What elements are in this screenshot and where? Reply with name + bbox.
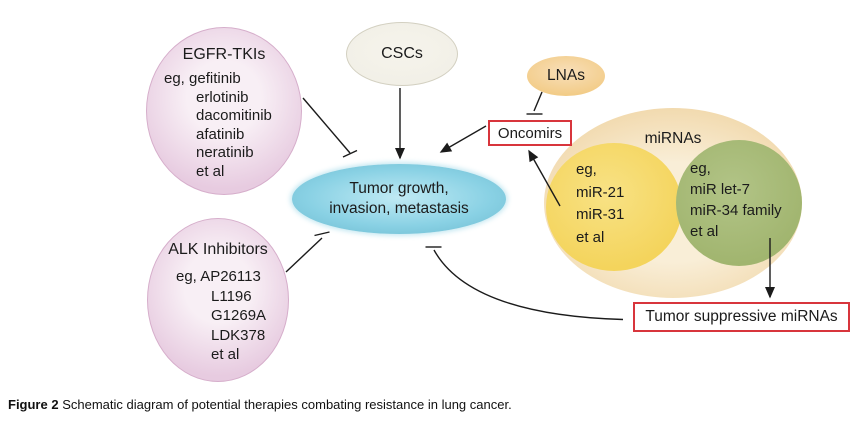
egfr-drug: eg, gefitinib <box>164 70 241 87</box>
tumor-suppressive-mirnas-box: Tumor suppressive miRNAs <box>633 302 850 332</box>
alk-inhibitors-title: ALK Inhibitors <box>168 241 268 258</box>
alk-drug: LDK378 <box>211 326 266 344</box>
alk-drug: eg, AP26113 <box>176 268 261 285</box>
egfr-drug: neratinib <box>196 144 254 161</box>
oncogenic-mirna: miR-21 <box>576 183 625 201</box>
egfr-inhibition-line <box>302 97 351 154</box>
figure-caption-label: Figure 2 <box>8 397 59 412</box>
tumor-suppressive-mirnas-label: Tumor suppressive miRNAs <box>645 308 838 325</box>
lnas-label: LNAs <box>547 67 585 84</box>
alk-inhibition-tbar-icon <box>314 231 330 237</box>
suppressive-mirna: miR let-7 <box>690 181 751 198</box>
tumor-growth-ellipse: Tumor growth, invasion, metastasis <box>292 164 506 234</box>
mirnas-title: miRNAs <box>644 130 702 147</box>
tumor-growth-line1: Tumor growth, <box>349 180 449 197</box>
lnas-inhibition-line <box>533 91 543 112</box>
cscs-ellipse: CSCs <box>346 22 458 86</box>
alk-drug: G1269A <box>211 307 267 324</box>
oncogenic-mirna: et al <box>576 228 605 246</box>
alk-drug: et al <box>211 346 240 363</box>
egfr-drug: erlotinib <box>196 88 249 106</box>
oncogenic-mirnas-list: eg, miR-21 miR-31 et al <box>576 159 624 249</box>
suppressive-mirnas-ellipse <box>676 140 802 266</box>
alk-drug: L1196 <box>211 287 252 305</box>
oncogenic-mirna: miR-31 <box>576 206 625 223</box>
oncomirs-label: Oncomirs <box>497 124 563 142</box>
egfr-drug: afatinib <box>196 125 245 143</box>
suppressive-mirna: eg, <box>690 160 711 177</box>
egfr-drug: dacomitinib <box>196 107 272 124</box>
alk-inhibition-line <box>285 237 323 273</box>
egfr-tkis-title: EGFR-TKIs <box>182 46 266 63</box>
cscs-label: CSCs <box>381 45 423 62</box>
lnas-ellipse: LNAs <box>527 56 605 96</box>
figure-caption: Figure 2 Schematic diagram of potential … <box>8 397 512 412</box>
suppressive-mirnas-list: eg, miR let-7 miR-34 family et al <box>690 158 782 242</box>
oncogenic-mirna: eg, <box>576 161 597 178</box>
tumor-growth-line2: invasion, metastasis <box>329 200 469 217</box>
figure-caption-text: Schematic diagram of potential therapies… <box>62 397 512 412</box>
suppressive-mirna: et al <box>690 223 719 240</box>
oncomirs-box: Oncomirs <box>488 120 572 146</box>
egfr-drug: et al <box>196 162 225 180</box>
egfr-inhibition-tbar-icon <box>342 149 358 158</box>
suppressive-mirna: miR-34 family <box>690 202 782 219</box>
oncomirs-to-tumor-arrow <box>439 125 487 153</box>
